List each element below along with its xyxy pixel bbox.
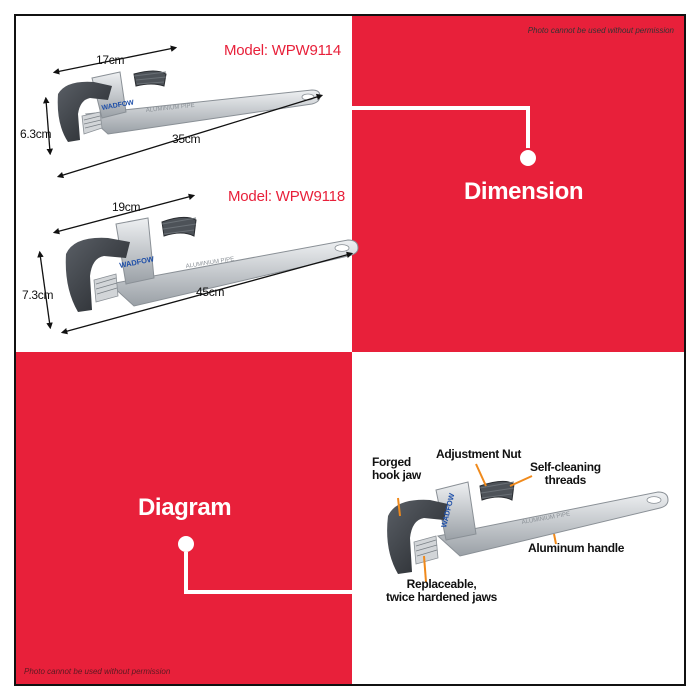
dimension-connector <box>342 106 530 156</box>
model-label-wpw9118: Model: WPW9118 <box>228 188 345 205</box>
dimension-connector-dot <box>518 148 538 168</box>
dim-height-b: 7.3cm <box>22 288 54 302</box>
dim-length-b: 45cm <box>196 285 225 299</box>
dim-jaw-a: 17cm <box>96 53 125 67</box>
permission-notice-top: Photo cannot be used without permission <box>527 26 674 35</box>
dimension-connector-start <box>339 103 349 113</box>
permission-notice-bottom: Photo cannot be used without permission <box>24 667 171 676</box>
model-label-wpw9114: Model: WPW9114 <box>224 42 341 59</box>
dimension-title: Dimension <box>464 178 584 205</box>
leader-handle <box>553 533 557 545</box>
callout-forged-hook-jaw: Forged hook jaw <box>372 455 421 482</box>
leader-adjust-nut <box>475 463 487 487</box>
quadrant-diagram-title <box>16 352 352 684</box>
illustration-layer: WADFOW ALUMINIUM PIPE WADFOW ALUMINIUM P… <box>37 45 669 597</box>
dim-length-a: 35cm <box>172 132 201 146</box>
dim-height-a: 6.3cm <box>20 127 52 141</box>
leader-hook-jaw <box>397 497 401 517</box>
diagram-connector-end <box>373 587 383 597</box>
leader-self-clean <box>509 475 533 487</box>
callout-replaceable-jaws: Replaceable, twice hardened jaws <box>386 577 498 604</box>
infographic-frame: Photo cannot be used without permission … <box>14 14 686 686</box>
quadrant-dimension-title <box>352 16 684 352</box>
diagram-connector-dot <box>176 534 196 554</box>
diagram-connector <box>184 552 376 594</box>
dim-jaw-b: 19cm <box>112 200 141 214</box>
wrench-diagram-image: WADFOW ALUMINIUM PIPE <box>387 480 669 574</box>
diagram-title: Diagram <box>138 494 232 521</box>
leader-jaws <box>423 555 427 583</box>
callout-adjustment-nut: Adjustment Nut <box>436 447 522 461</box>
callout-aluminum-handle: Aluminum handle <box>528 541 625 555</box>
callout-self-cleaning-threads: Self-cleaning threads <box>530 460 601 487</box>
